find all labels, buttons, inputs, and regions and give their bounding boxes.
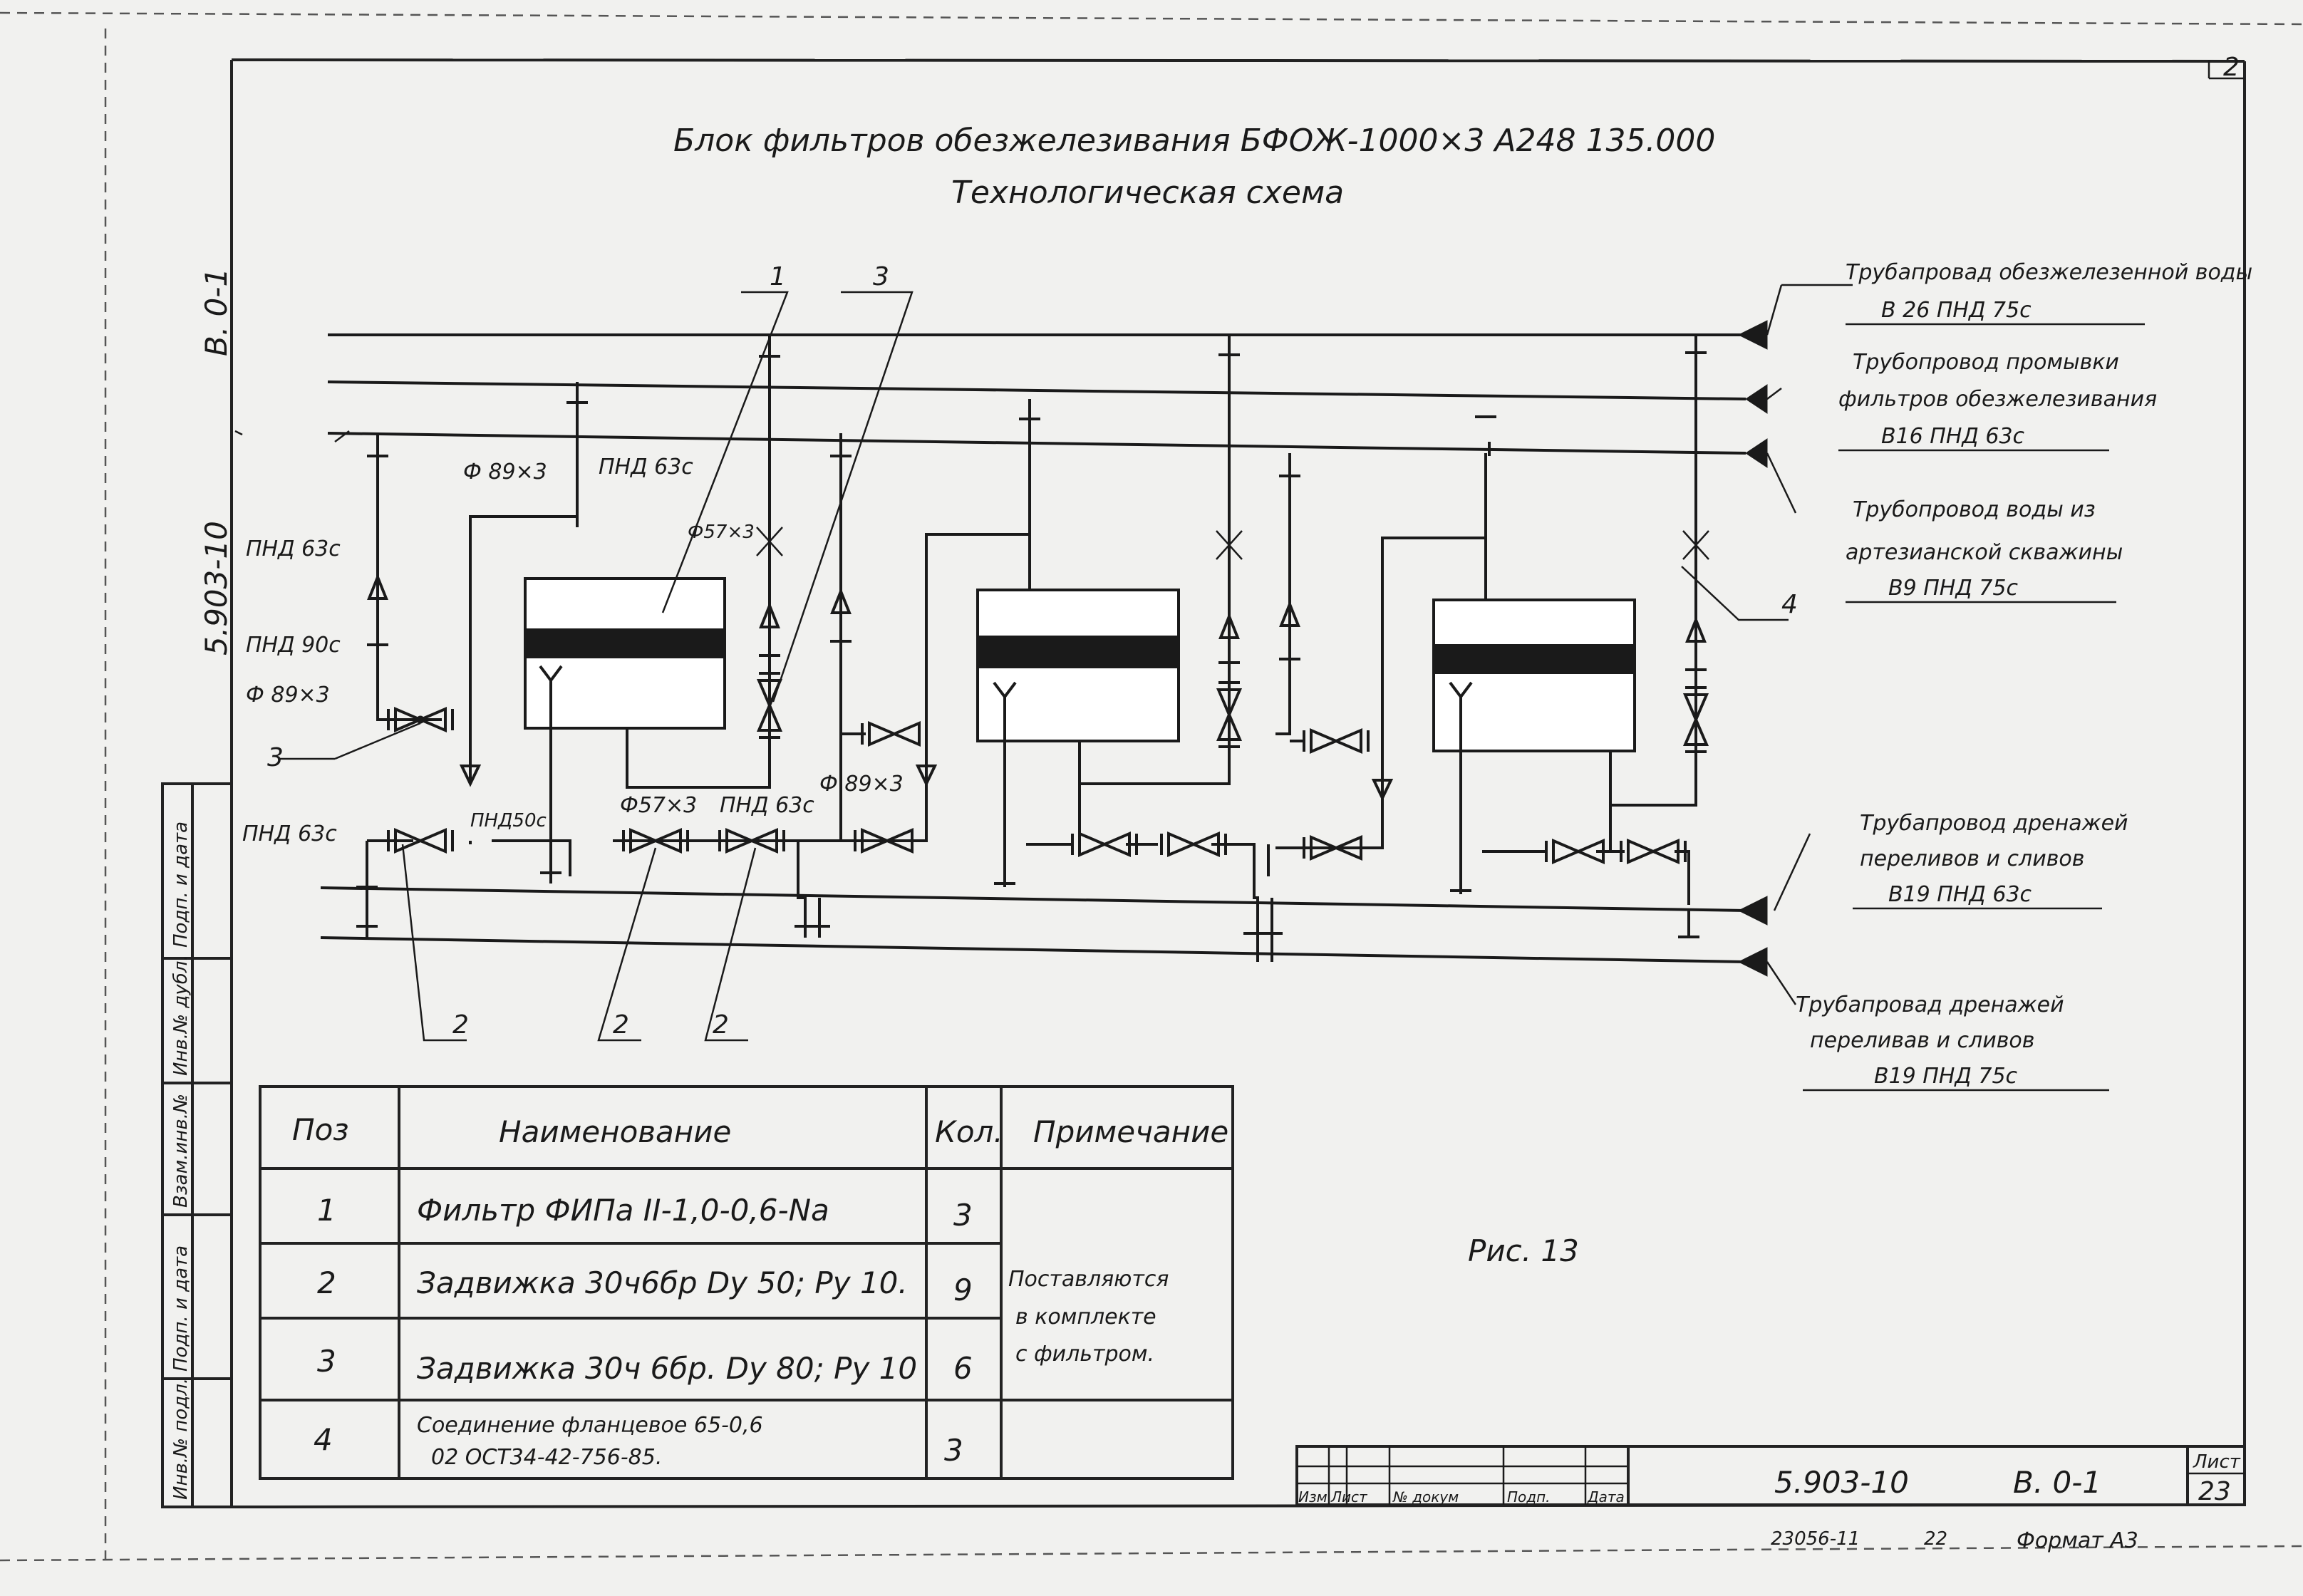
pipeline-2-line3: В16 ПНД 63с bbox=[1881, 424, 2025, 449]
stamp-repl-inv: Взам.инв.№ bbox=[170, 1094, 192, 1208]
side-doc-section: В. 0-1 bbox=[199, 268, 234, 356]
row-2-pos: 2 bbox=[317, 1265, 336, 1300]
filter-3 bbox=[1432, 598, 1636, 891]
pipeline-3-label: Трубопровод воды из артезианской скважин… bbox=[1846, 497, 2123, 603]
footer-format: Формат А3 bbox=[2017, 1528, 2138, 1553]
callout-3-top: 3 bbox=[873, 262, 889, 291]
tb-sheet-no: 23 bbox=[2198, 1477, 2231, 1506]
note-line-3: с фильтром. bbox=[1015, 1342, 1154, 1367]
pipeline-4-line2: переливов и сливов bbox=[1860, 846, 2084, 871]
row-4-pos: 4 bbox=[314, 1422, 333, 1457]
label-d57x3-bottom: Ф57×3 bbox=[620, 793, 697, 818]
stamp-orig-inv: Инв.№ подл. bbox=[170, 1378, 192, 1500]
title-block bbox=[1295, 1445, 2246, 1506]
row-1-pos: 1 bbox=[317, 1193, 336, 1228]
spec-table bbox=[259, 1085, 1234, 1480]
stamp-dup-inv: Инв.№ дубл. bbox=[170, 955, 192, 1076]
pipeline-1-line2: В 26 ПНД 75с bbox=[1881, 298, 2032, 323]
filter-1 bbox=[524, 577, 726, 869]
footer-mid: 22 bbox=[1924, 1528, 1947, 1550]
label-pnd90c: ПНД 90с bbox=[246, 633, 341, 658]
pipeline-5-line2: переливав и сливов bbox=[1810, 1028, 2034, 1053]
pipeline-5-label: Трубапровад дренажей переливав и сливов … bbox=[1796, 993, 2109, 1092]
piping-unit-3 bbox=[1275, 335, 1709, 938]
table-header-name: Наименование bbox=[499, 1114, 731, 1149]
row-3-pos: 3 bbox=[317, 1344, 336, 1379]
sheet-frame bbox=[0, 11, 2303, 1568]
tb-col-sheet: Лист bbox=[1330, 1488, 1368, 1506]
label-d89x3-left: Ф 89×3 bbox=[246, 683, 330, 708]
label-pnd63c-mid: ПНД 63с bbox=[599, 455, 693, 480]
label-pnd63c-bottom: ПНД 63с bbox=[720, 793, 814, 818]
pipeline-1-line1: Трубапровад обезжелезенной воды bbox=[1846, 260, 2252, 285]
tb-col-sign: Подп. bbox=[1507, 1488, 1551, 1506]
label-d89x3-top: Ф 89×3 bbox=[463, 460, 547, 484]
footer-left: 23056-11 bbox=[1771, 1528, 1860, 1550]
left-stamp-strip bbox=[161, 782, 233, 1508]
pipeline-5-line1: Трубапровад дренажей bbox=[1796, 993, 2064, 1017]
row-2-name: Задвижка 30ч6бр Dу 50; Pу 10. bbox=[417, 1265, 908, 1300]
pipeline-4-line3: В19 ПНД 63с bbox=[1888, 882, 2032, 907]
callout-2b: 2 bbox=[613, 1010, 629, 1040]
row-2-qty: 9 bbox=[953, 1273, 973, 1307]
row-1-qty: 3 bbox=[953, 1198, 973, 1233]
table-header-qty: Кол. bbox=[935, 1114, 1003, 1149]
pipeline-1-label: Трубапровад обезжелезенной воды В 26 ПНД… bbox=[1846, 260, 2252, 326]
valves-unit-3 bbox=[1303, 686, 1709, 865]
valves-unit-2 bbox=[854, 681, 1243, 858]
tb-sheet-label: Лист bbox=[2193, 1451, 2241, 1473]
label-d57x3-top: Ф57×3 bbox=[688, 522, 755, 543]
pipeline-4-line1: Трубапровод дренажей bbox=[1860, 811, 2128, 836]
row-3-qty: 6 bbox=[953, 1351, 973, 1386]
table-header-note: Примечание bbox=[1033, 1114, 1228, 1149]
row-3-name: Задвижка 30ч 6бр. Dу 80; Pу 10 bbox=[417, 1351, 917, 1386]
callout-4: 4 bbox=[1781, 590, 1798, 619]
label-pnd63c-low: ПНД 63с bbox=[242, 822, 337, 846]
valves-unit-1 bbox=[387, 672, 785, 854]
callout-2a: 2 bbox=[452, 1010, 469, 1040]
pipeline-4-label: Трубапровод дренажей переливов и сливов … bbox=[1853, 811, 2128, 910]
pipeline-arrows bbox=[1737, 320, 1768, 977]
label-pnd50c: ПНД50с bbox=[470, 810, 547, 831]
tb-section: В. 0-1 bbox=[2013, 1465, 2101, 1500]
stamp-sign-date-2: Подп. и дата bbox=[170, 1245, 192, 1372]
row-1-name: Фильтр ФИПа II-1,0-0,6-Na bbox=[417, 1193, 829, 1228]
label-d89x3-bottom: Ф 89×3 bbox=[819, 772, 904, 797]
pipeline-2-label: Трубопровод промывки фильтров обезжелези… bbox=[1838, 350, 2157, 452]
piping-unit-1 bbox=[356, 335, 852, 938]
note-line-1: Поставляются bbox=[1008, 1267, 1169, 1292]
title-line-1: Блок фильтров обезжелезивания БФОЖ-1000×… bbox=[673, 123, 1715, 159]
tb-col-rev: Изм bbox=[1298, 1488, 1328, 1506]
callout-1: 1 bbox=[770, 262, 786, 291]
filter-2 bbox=[976, 589, 1180, 884]
pipeline-5-line3: В19 ПНД 75с bbox=[1874, 1064, 2018, 1089]
note-line-2: в комплекте bbox=[1015, 1305, 1156, 1330]
pipeline-3-line1: Трубопровод воды из bbox=[1853, 497, 2096, 522]
pipeline-2-line2: фильтров обезжелезивания bbox=[1838, 387, 2157, 412]
row-4-qty: 3 bbox=[944, 1433, 963, 1468]
label-pnd63c-top: ПНД 63с bbox=[246, 537, 341, 561]
tb-doc-code: 5.903-10 bbox=[1774, 1465, 1909, 1500]
pipeline-3-line3: В9 ПНД 75с bbox=[1888, 576, 2018, 601]
row-4-name2: 02 ОСТ34-42-756-85. bbox=[431, 1445, 662, 1470]
table-header-pos: Поз bbox=[292, 1112, 349, 1147]
main-headers bbox=[320, 333, 1746, 963]
side-doc-code: 5.903-10 bbox=[199, 521, 234, 656]
piping-unit-2 bbox=[834, 335, 1300, 962]
tb-col-date: Дата bbox=[1587, 1488, 1625, 1506]
callout-3-left: 3 bbox=[267, 743, 284, 772]
page-corner-number: 2 bbox=[2223, 53, 2240, 82]
row-4-name: Соединение фланцевое 65-0,6 bbox=[417, 1413, 763, 1438]
callout-2c: 2 bbox=[713, 1010, 729, 1040]
figure-caption: Рис. 13 bbox=[1468, 1233, 1579, 1268]
callout-leaders bbox=[234, 284, 1853, 1042]
pipeline-3-line2: артезианской скважины bbox=[1846, 540, 2123, 565]
tb-col-doc: № докум bbox=[1392, 1488, 1459, 1506]
title-line-2: Технологическая схема bbox=[951, 175, 1344, 211]
stamp-sign-date-1: Подп. и дата bbox=[170, 822, 192, 948]
pipeline-2-line1: Трубопровод промывки bbox=[1853, 350, 2119, 375]
